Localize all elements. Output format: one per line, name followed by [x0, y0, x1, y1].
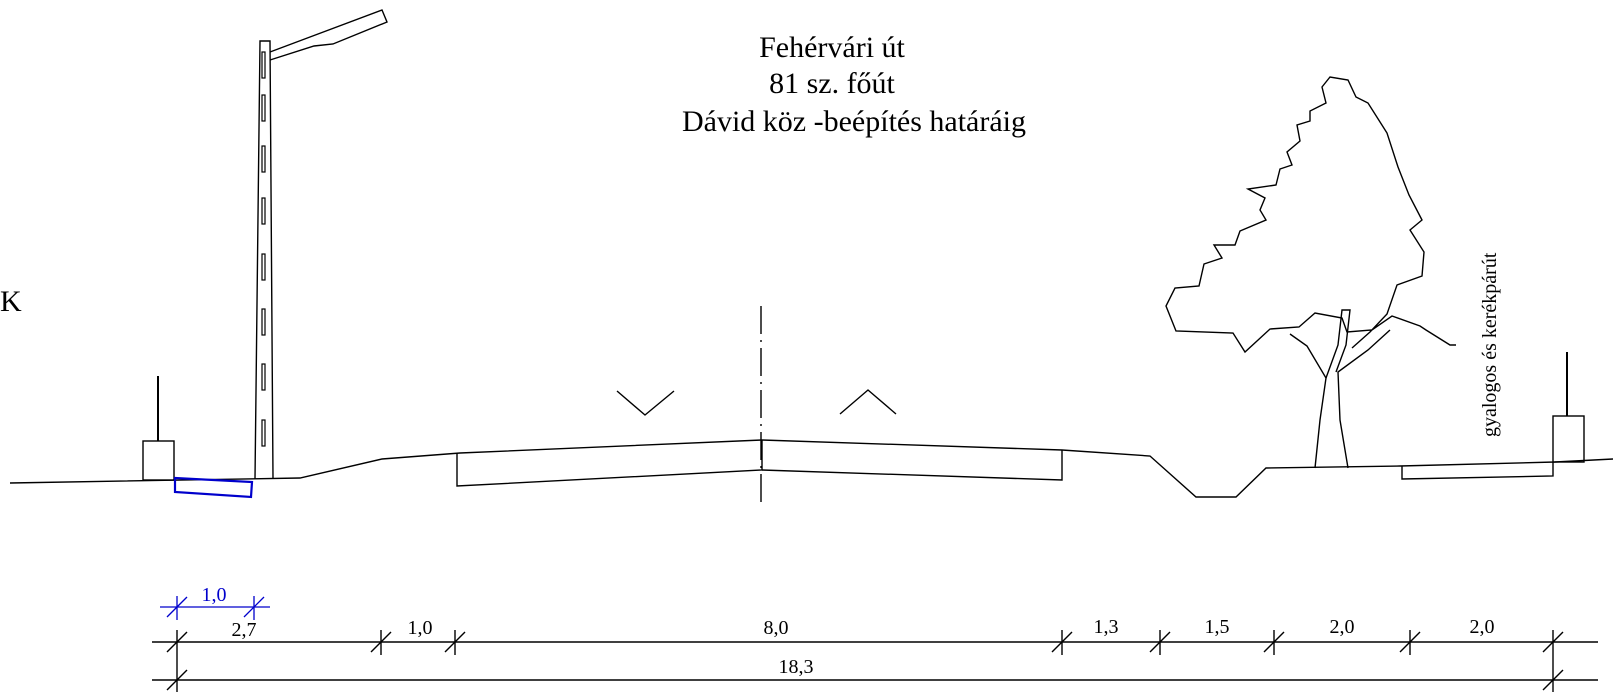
road-slab-right	[761, 450, 1063, 481]
slope-mark-right	[839, 389, 897, 415]
lamp-pole-slots	[261, 51, 266, 447]
title-line-2: 81 sz. főút	[769, 67, 895, 100]
sidewalk-slab	[1401, 462, 1554, 480]
left-post-box	[142, 440, 175, 481]
dim-2-7: 2,7	[232, 619, 257, 641]
dim-total: 18,3	[779, 656, 814, 678]
tree-branch-inner	[1325, 309, 1351, 379]
tree-crown	[1165, 76, 1456, 354]
title-line-1: Fehérvári út	[759, 31, 905, 64]
dim-slashes	[166, 631, 1564, 691]
dim-2-0-b: 2,0	[1470, 616, 1495, 638]
slope-mark-left	[616, 390, 675, 416]
tree-trunk-left	[1289, 333, 1327, 469]
ground-profile	[9, 439, 1613, 498]
side-mark: K	[0, 285, 22, 318]
dim-2-0-a: 2,0	[1330, 616, 1355, 638]
right-post-box	[1552, 415, 1585, 463]
title-line-3: Dávid köz -beépítés határáig	[682, 105, 1026, 138]
path-label: gyalogos és kerékpárút	[1479, 252, 1501, 437]
dim-8-0: 8,0	[764, 617, 789, 639]
road-slab-left	[456, 440, 763, 487]
lamp-arm	[269, 9, 388, 61]
tree-trunk-right	[1337, 329, 1391, 469]
lamp-pole	[254, 40, 274, 480]
dim-1-0: 1,0	[408, 617, 433, 639]
dim-blue-1-0: 1,0	[202, 584, 227, 606]
dim-1-3: 1,3	[1094, 616, 1119, 638]
dim-1-5: 1,5	[1205, 616, 1230, 638]
blue-curb-element	[173, 476, 254, 499]
